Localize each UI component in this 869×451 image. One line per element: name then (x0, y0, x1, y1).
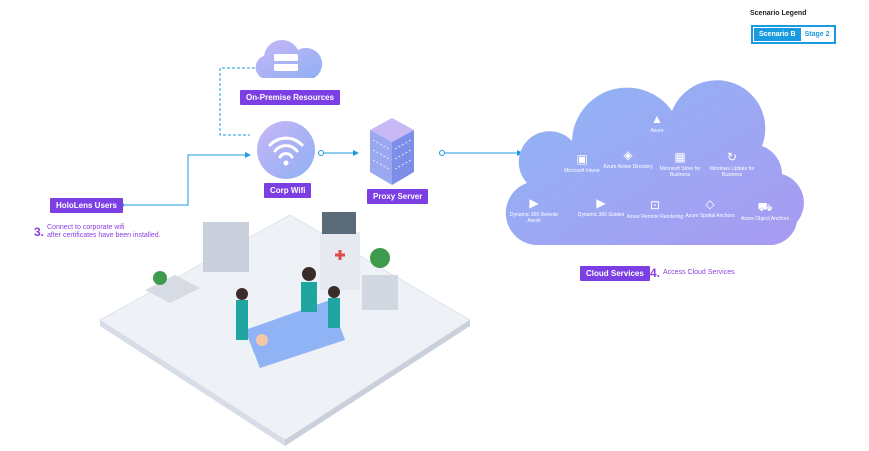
intune-icon: ▣ (576, 152, 588, 166)
step-text-line1: Access Cloud Services (663, 269, 735, 276)
on-premise-resources-label: On-Premise Resources (240, 90, 341, 105)
legend-stage: Stage 2 (804, 31, 830, 38)
step-number: 4. (650, 266, 661, 280)
store-icon: ▦ (674, 150, 686, 164)
corp-wifi-label: Corp Wifi (264, 183, 312, 198)
service-label: Windows Update for Business (709, 166, 755, 178)
dashed-link (219, 68, 250, 136)
service-remote-assist: ▶ Dynamic 365 Remote Assist (504, 196, 564, 224)
step-3: 3. Connect to corporate wifi after certi… (34, 224, 161, 240)
service-label: Microsoft Store for Business (659, 166, 701, 178)
service-azure: ▲ Azure (627, 112, 687, 134)
update-icon: ↻ (726, 150, 738, 164)
legend-scenario: Scenario B (754, 28, 801, 41)
service-label: Azure Remote Rendering (626, 214, 684, 220)
service-label: Dynamic 365 Guides (577, 212, 625, 218)
cloud-services-label: Cloud Services (580, 266, 650, 281)
service-guides: ▶ Dynamic 365 Guides (571, 196, 631, 218)
service-label: Azure Spatial Anchors (685, 213, 735, 219)
azure-cloud-shape (505, 80, 804, 246)
on-premise-cloud-icon (255, 40, 323, 78)
object-anchors-icon: ⛟ (757, 200, 773, 214)
service-object-anchors: ⛟ Azure Object Anchors (735, 200, 795, 222)
service-label: Azure (650, 128, 664, 134)
step-text-line2: after certificates have been installed. (47, 232, 161, 239)
service-active-directory: ◈ Azure Active Directory (598, 148, 658, 170)
rendering-icon: ⊡ (649, 198, 661, 212)
legend-title: Scenario Legend (750, 10, 807, 17)
hololens-to-wifi-arrow (121, 152, 251, 206)
service-label: Azure Object Anchors (740, 216, 790, 222)
scenario-legend: Scenario B Stage 2 (751, 25, 837, 44)
proxy-server-label: Proxy Server (367, 189, 429, 204)
service-label: Dynamic 365 Remote Assist (509, 212, 559, 224)
azure-icon: ▲ (651, 112, 663, 126)
step-4: 4. Access Cloud Services (650, 265, 735, 281)
service-remote-rendering: ⊡ Azure Remote Rendering (625, 198, 685, 220)
anchors-icon: ◇ (705, 197, 715, 211)
service-intune: ▣ Microsoft Intune (552, 152, 612, 174)
service-label: Microsoft Intune (564, 168, 600, 174)
wifi-icon (257, 121, 315, 179)
active-directory-icon: ◈ (623, 148, 633, 162)
dynamics-icon: ▶ (529, 196, 539, 210)
service-label: Azure Active Directory (603, 164, 653, 170)
step-text-line1: Connect to corporate wifi (47, 224, 125, 231)
service-windows-update: ↻ Windows Update for Business (702, 150, 762, 178)
step-number: 3. (34, 225, 45, 239)
hospital-room-illustration (99, 212, 471, 446)
hololens-users-label: HoloLens Users (50, 198, 123, 213)
service-spatial-anchors: ◇ Azure Spatial Anchors (680, 197, 740, 219)
proxy-server-icon (370, 118, 414, 185)
service-store: ▦ Microsoft Store for Business (650, 150, 710, 178)
dynamics-icon: ▶ (596, 196, 606, 210)
